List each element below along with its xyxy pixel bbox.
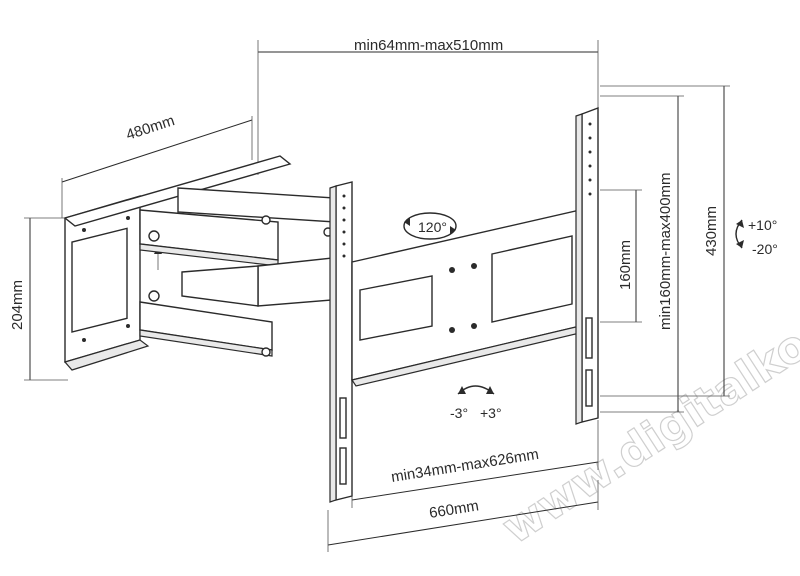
label-vesa-horizontal: min34mm-max626mm [390,446,540,486]
label-depth: 480mm [124,112,177,144]
right-rail [575,106,599,425]
label-level-right: +3° [480,405,502,421]
swivel-indicator [403,212,457,240]
label-vesa-vertical: min160mm-max400mm [657,172,674,330]
swing-arms [139,187,336,357]
label-top-width: min64mm-max510mm [354,37,503,54]
label-swivel: 120° [418,219,447,235]
label-level-left: -3° [450,405,468,421]
wall-plate [63,155,292,371]
center-crossbar [351,209,585,387]
level-indicator [457,385,495,395]
label-tilt-down: -20° [752,241,778,257]
label-160: 160mm [617,240,634,290]
label-wall-plate-height: 204mm [9,280,26,330]
label-tilt-up: +10° [748,217,777,233]
left-rail [329,181,353,503]
tilt-indicator [735,219,744,249]
label-bracket-height: 430mm [703,206,720,256]
dimension-lines [24,40,730,552]
label-bracket-width: 660mm [428,497,480,522]
